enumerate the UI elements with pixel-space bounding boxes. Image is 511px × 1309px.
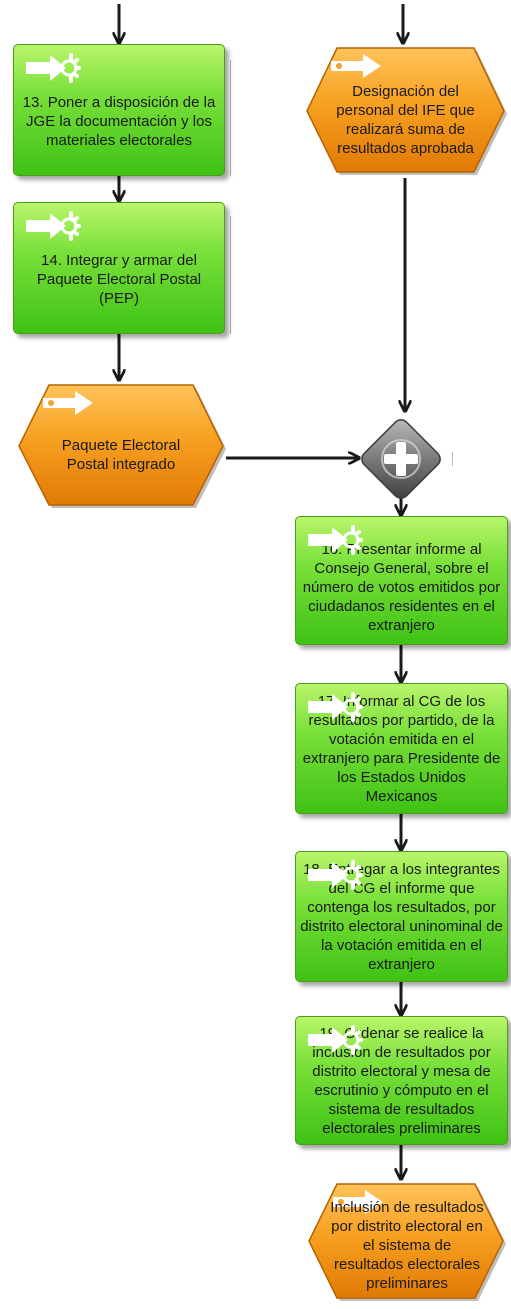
task-19-label: 19. Ordenar se realice la inclusión de r… <box>312 1024 491 1137</box>
event-designacion[interactable]: Designación del personal del IFE que rea… <box>303 44 508 178</box>
event-arrow-icon <box>43 391 93 415</box>
event-paquete-label: Paquete Electoral Postal integrado <box>61 437 181 473</box>
and-gateway[interactable] <box>354 412 450 508</box>
event-inclusion[interactable]: Inclusión de resultados por distrito ele… <box>305 1180 509 1304</box>
function-icon <box>308 525 363 555</box>
event-shape <box>306 47 507 175</box>
task-17-label: 17. Informar al CG de los resultados por… <box>302 692 501 805</box>
shadow-line <box>230 60 231 176</box>
function-icon <box>308 692 363 722</box>
shadow-line <box>452 452 453 466</box>
task-19[interactable]: 19. Ordenar se realice la inclusión de r… <box>295 1016 508 1145</box>
event-inclusion-label: Inclusión de resultados por distrito ele… <box>330 1198 484 1292</box>
function-icon <box>26 53 81 83</box>
event-shape <box>18 384 226 508</box>
event-arrow-icon <box>331 54 381 78</box>
task-14-label: 14. Integrar y armar del Paquete Elector… <box>36 251 202 307</box>
task-16[interactable]: 16. Presentar informe al Consejo General… <box>295 516 508 645</box>
event-shape <box>308 1183 506 1301</box>
function-icon <box>308 860 363 890</box>
task-16-label: 16. Presentar informe al Consejo General… <box>302 541 501 634</box>
event-arrow-icon <box>333 1190 383 1214</box>
event-designacion-label: Designación del personal del IFE que rea… <box>336 83 475 157</box>
task-18[interactable]: 18. Entregar a los integrantes del CG el… <box>295 851 508 982</box>
function-icon <box>308 1025 363 1055</box>
task-13-label: 13. Poner a disposición de la JGE la doc… <box>22 93 216 149</box>
event-paquete[interactable]: Paquete Electoral Postal integrado <box>15 381 227 511</box>
plus-icon <box>384 442 418 476</box>
task-17[interactable]: 17. Informar al CG de los resultados por… <box>295 683 508 814</box>
task-13[interactable]: 13. Poner a disposición de la JGE la doc… <box>13 44 225 176</box>
shadow-line <box>230 216 231 334</box>
function-icon <box>26 211 81 241</box>
task-14[interactable]: 14. Integrar y armar del Paquete Elector… <box>13 202 225 334</box>
